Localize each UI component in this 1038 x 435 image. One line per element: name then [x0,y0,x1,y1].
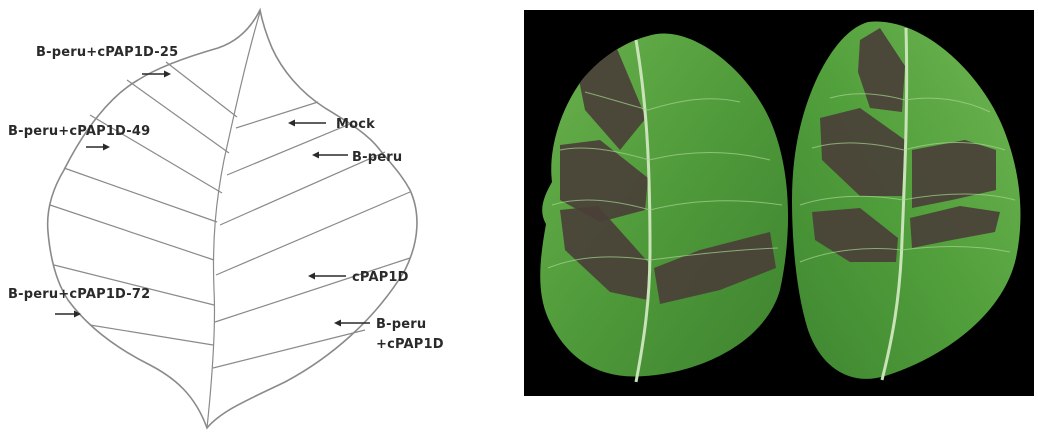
vein-left-2 [127,80,229,153]
leaf-photo [524,10,1034,396]
arrow-cpap [308,273,346,280]
vein-left-5 [50,205,214,260]
label-bperu-cpap-line2: +cPAP1D [376,337,444,352]
label-mock: Mock [336,117,375,132]
vein-right-5 [215,258,410,322]
arrow-p25 [142,71,171,78]
midrib [207,12,260,428]
vein-left-1 [166,62,237,117]
label-p25: B-peru+cPAP1D-25 [36,45,178,60]
label-bperu-cpap-line1: B-peru [376,317,426,332]
arrow-p49 [86,144,110,151]
arrow-mock [288,120,326,127]
label-p72: B-peru+cPAP1D-72 [8,287,150,302]
label-bperu: B-peru [352,150,402,165]
label-p49: B-peru+cPAP1D-49 [8,124,150,139]
vein-right-1 [236,102,318,128]
vein-right-4 [216,192,410,275]
arrow-bperu [312,152,348,159]
label-cpap: cPAP1D [352,270,409,285]
arrow-bperu-cpap [334,320,370,327]
vein-left-7 [90,325,213,345]
leaf-schematic: B-peru+cPAP1D-25 B-peru+cPAP1D-49 B-peru… [8,10,444,428]
vein-right-2 [227,124,350,175]
vein-right-6 [213,330,365,368]
